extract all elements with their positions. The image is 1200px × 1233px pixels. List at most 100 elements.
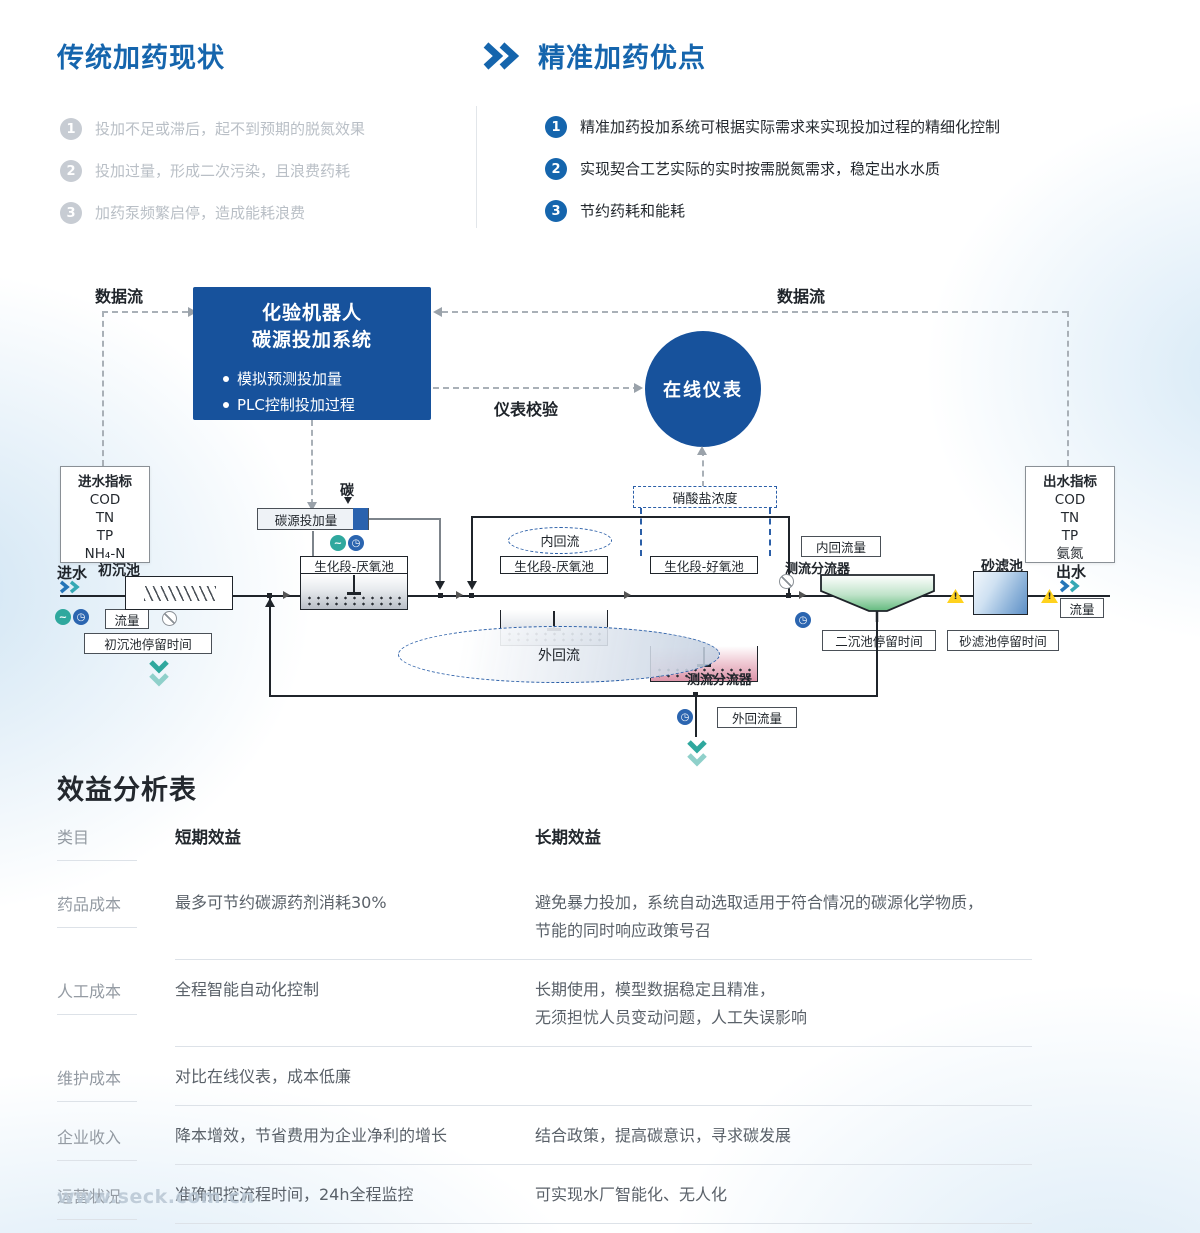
hatch-pattern [144,586,216,601]
row-short: 全程智能自动化控制 [175,960,535,1047]
row-category: 运营状况 [57,1165,175,1220]
row-category: 企业收入 [57,1106,175,1161]
issue-item: 3 加药泵频繁启停，造成能耗浪费 [60,202,305,224]
carbon-label: 碳 [340,483,354,499]
arrow-left-icon [433,307,442,317]
flow-tag-right: 流量 [1060,598,1104,618]
clock-icon: ◷ [348,535,364,551]
dataflow-label-right: 数据流 [777,287,826,306]
panel-row: TN [95,510,115,526]
row-long: 避免暴力投加，系统自动选取适用于符合情况的碳源化学物质， 节能的同时响应政策号召 [535,873,1032,960]
tank-label-anaerobic-2: 生化段-厌氧池 [500,556,608,574]
panel-row: TP [96,528,114,544]
row-category: 药品成本 [57,873,175,928]
number-badge: 3 [60,202,82,224]
arrow-right-icon [456,591,463,599]
arrow-right-icon [624,591,631,599]
col-header-short: 短期效益 [175,828,241,847]
panel-title: 出水指标 [1043,474,1097,490]
row-short: 降本增效，节省费用为企业净利的增长 [175,1106,535,1165]
tank-label-aerobic: 生化段-好氧池 [650,556,758,574]
dashed-line [311,420,313,505]
secondary-retention-tag: 二沉池停留时间 [822,630,936,651]
flow-chevrons-icon [1059,579,1080,593]
inflow-indicators-panel: 进水指标 COD TN TP NH₄-N [60,466,150,563]
row-category: 人工成本 [57,960,175,1015]
arrow-down-icon [307,502,317,511]
main-flow-line [60,595,1110,597]
clock-icon: ◷ [677,709,693,725]
robot-title-line2: 碳源投加系统 [251,329,372,351]
website-watermark: www.seck.com.cn [57,1186,255,1208]
meter-check-label: 仪表校验 [494,400,559,419]
primary-tank [125,576,233,610]
number-badge: 3 [545,200,567,222]
benefit-text: 精准加药投加系统可根据实际需求来实现投加过程的精细化控制 [580,118,1001,136]
benefit-item: 2 实现契合工艺实际的实时按需脱氮需求，稳定出水水质 [545,158,940,180]
benefit-text: 实现契合工艺实际的实时按需脱氮需求，稳定出水水质 [580,160,941,178]
benefit-text: 节约药耗和能耗 [580,202,686,220]
dashed-line [1067,311,1069,466]
arrow-down-icon [435,581,445,590]
number-badge: 2 [545,158,567,180]
sand-filter [973,571,1028,615]
issue-item: 1 投加不足或滞后，起不到预期的脱氮效果 [60,118,365,140]
outflow-label: 出水 [1056,563,1087,581]
internal-reflux-flow-tag: 内回流量 [801,536,881,557]
sludge-dots [305,595,403,607]
splitter-label-top: 测流分流器 [785,562,851,577]
arrow-right-icon [188,307,197,317]
carbon-feed-line [369,518,441,520]
external-reflux-line [269,597,271,697]
arrow-right-icon [283,591,290,599]
issue-text: 加药泵频繁启停，造成能耗浪费 [95,204,306,222]
wave-icon: ~ [55,609,71,625]
row-long: 长期使用，模型数据稳定且精准， 无须担忧人员变动问题，人工失误影响 [535,960,1032,1047]
mixer-icon [347,575,361,595]
down-chevrons-icon [149,660,169,687]
issue-item: 2 投加过量，形成二次污染，且浪费药耗 [60,160,350,182]
row-short: 对比在线仪表，成本低廉 [175,1047,535,1106]
external-reflux-line [269,695,878,697]
number-badge: 2 [60,160,82,182]
down-chevrons-icon [687,740,707,767]
arrow-right-icon [634,383,643,393]
panel-row: 氨氮 [1056,546,1084,562]
row-long: 结合政策，提高碳意识，寻求碳发展 [535,1106,1032,1165]
internal-reflux-line [788,516,790,596]
arrow-up-icon [265,598,275,607]
splitter-label-bottom: 测流分流器 [687,673,753,688]
dashed-line [433,387,639,389]
robot-system-box: 化验机器人 碳源投加系统 模拟预测投加量 PLC控制投加过程 [193,287,431,420]
internal-reflux-line [471,516,473,582]
right-section-title: 精准加药优点 [538,43,706,74]
panel-row: COD [1054,492,1086,508]
row-long [535,1047,1032,1106]
primary-retention-tag: 初沉池停留时间 [84,633,212,654]
dashed-line-blue [769,508,771,556]
left-section-title: 传统加药现状 [57,43,225,74]
clock-icon: ◷ [795,612,811,628]
arrow-down-icon [344,497,352,504]
external-reflux-flow-tag: 外回流量 [717,707,797,728]
arrow-down-icon [467,581,477,590]
carbon-injector [353,508,368,530]
row-short: 最多可节约碳源药剂消耗30% [175,873,535,960]
primary-tank-label: 初沉池 [98,563,140,579]
junction-dot [786,593,791,598]
tank-label-anaerobic-1: 生化段-厌氧池 [300,556,408,574]
arrow-right-icon [799,591,806,599]
robot-bullet: 模拟预测投加量 [223,366,431,392]
carbon-dose-label: 碳源投加量 [274,512,338,528]
carbon-feed-line [439,518,441,584]
carbon-feed-line [312,531,314,572]
issue-text: 投加不足或滞后，起不到预期的脱氮效果 [95,120,366,138]
double-chevron-icon [483,42,520,70]
panel-row: COD [89,492,121,508]
col-header-category: 类目 [57,818,175,873]
benefit-table: 类目 短期效益 长期效益 药品成本 最多可节约碳源药剂消耗30% 避免暴力投加，… [57,818,1032,1224]
row-short: 准确把控流程时间，24h全程监控 [175,1165,535,1224]
flow-meter-icon [779,574,794,589]
robot-bullet: PLC控制投加过程 [223,392,431,418]
junction-dot [267,593,272,598]
